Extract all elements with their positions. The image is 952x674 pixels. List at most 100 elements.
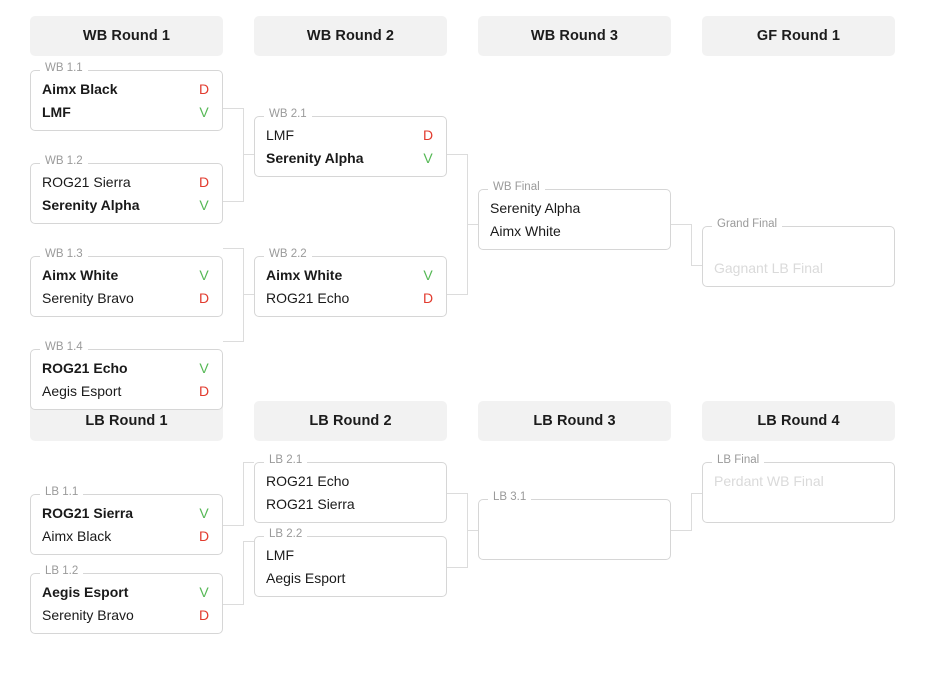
match-slot[interactable]: Serenity Alpha V bbox=[42, 193, 211, 216]
team-name: Aimx Black bbox=[42, 527, 112, 544]
team-name: LMF bbox=[42, 103, 71, 120]
round-header-label: LB Round 1 bbox=[85, 413, 168, 429]
match-legend: WB 1.1 bbox=[40, 62, 88, 75]
connector-line bbox=[223, 604, 243, 605]
round-header-label: GF Round 1 bbox=[756, 28, 841, 44]
match-grand-final[interactable]: Grand Final Gagnant LB Final bbox=[702, 218, 895, 287]
result-mark: V bbox=[199, 196, 209, 213]
connector-line bbox=[243, 294, 254, 295]
match-slot[interactable]: ROG21 Echo V bbox=[42, 356, 211, 379]
match-slot[interactable] bbox=[490, 529, 659, 552]
match-legend: WB Final bbox=[488, 181, 545, 194]
match-slot[interactable]: LMF bbox=[266, 543, 435, 566]
result-mark: V bbox=[199, 266, 209, 283]
connector-line bbox=[447, 294, 467, 295]
match-lb-1-2[interactable]: LB 1.2 Aegis Esport V Serenity Bravo D bbox=[30, 565, 223, 634]
match-slot[interactable]: ROG21 Echo bbox=[266, 469, 435, 492]
connector-line bbox=[223, 108, 243, 109]
result-mark: D bbox=[198, 80, 210, 97]
match-wb-1-4[interactable]: WB 1.4 ROG21 Echo V Aegis Esport D bbox=[30, 341, 223, 410]
match-slot[interactable]: Aimx Black D bbox=[42, 524, 211, 547]
match-legend: WB 1.4 bbox=[40, 341, 88, 354]
result-mark: V bbox=[423, 149, 433, 166]
match-slot[interactable] bbox=[714, 233, 883, 256]
match-lb-final[interactable]: LB Final Perdant WB Final bbox=[702, 454, 895, 523]
team-name: ROG21 Echo bbox=[266, 289, 350, 306]
round-header-label: LB Round 4 bbox=[757, 413, 840, 429]
match-wb-2-1[interactable]: WB 2.1 LMF D Serenity Alpha V bbox=[254, 108, 447, 177]
connector-line bbox=[691, 493, 702, 494]
round-header-lb-round-3: LB Round 3 bbox=[478, 401, 671, 441]
match-slot[interactable] bbox=[490, 506, 659, 529]
match-legend: LB 2.1 bbox=[264, 454, 308, 467]
match-legend: WB 2.2 bbox=[264, 248, 312, 261]
match-legend: LB Final bbox=[712, 454, 765, 467]
match-slot[interactable]: Serenity Alpha V bbox=[266, 146, 435, 169]
match-legend: LB 1.2 bbox=[40, 565, 84, 578]
match-wb-2-2[interactable]: WB 2.2 Aimx White V ROG21 Echo D bbox=[254, 248, 447, 317]
connector-line bbox=[691, 265, 702, 266]
team-name: Aimx White bbox=[42, 266, 119, 283]
match-legend: WB 1.2 bbox=[40, 155, 88, 168]
team-name: Aimx White bbox=[266, 266, 343, 283]
match-slot[interactable] bbox=[714, 492, 883, 515]
round-header-wb-round-1: WB Round 1 bbox=[30, 16, 223, 56]
match-lb-2-1[interactable]: LB 2.1 ROG21 Echo ROG21 Sierra bbox=[254, 454, 447, 523]
match-lb-3-1[interactable]: LB 3.1 bbox=[478, 491, 671, 560]
connector-line bbox=[243, 541, 254, 542]
match-legend: LB 2.2 bbox=[264, 528, 308, 541]
match-slot[interactable]: Aimx White bbox=[490, 219, 659, 242]
team-name: Aegis Esport bbox=[266, 569, 346, 586]
team-name: Aimx Black bbox=[42, 80, 118, 97]
result-mark: V bbox=[199, 103, 209, 120]
connector-line bbox=[447, 154, 467, 155]
match-slot[interactable]: Perdant WB Final bbox=[714, 469, 883, 492]
match-lb-2-2[interactable]: LB 2.2 LMF Aegis Esport bbox=[254, 528, 447, 597]
round-header-wb-round-3: WB Round 3 bbox=[478, 16, 671, 56]
match-legend: Grand Final bbox=[712, 218, 783, 231]
match-slot[interactable]: Aegis Esport D bbox=[42, 379, 211, 402]
match-slot[interactable]: ROG21 Echo D bbox=[266, 286, 435, 309]
match-slot[interactable]: Aegis Esport V bbox=[42, 580, 211, 603]
round-header-gf-round-1: GF Round 1 bbox=[702, 16, 895, 56]
team-name: Serenity Bravo bbox=[42, 289, 134, 306]
connector-line bbox=[223, 201, 243, 202]
match-legend: LB 1.1 bbox=[40, 486, 84, 499]
match-slot[interactable]: Serenity Bravo D bbox=[42, 603, 211, 626]
connector-line bbox=[467, 530, 478, 531]
team-name: Gagnant LB Final bbox=[714, 259, 823, 276]
match-slot[interactable]: LMF D bbox=[266, 123, 435, 146]
connector-line bbox=[243, 248, 244, 342]
match-slot[interactable]: Aimx White V bbox=[42, 263, 211, 286]
team-name: Aimx White bbox=[490, 222, 561, 239]
team-name: ROG21 Sierra bbox=[42, 173, 131, 190]
result-mark: V bbox=[199, 504, 209, 521]
match-wb-final[interactable]: WB Final Serenity Alpha Aimx White bbox=[478, 181, 671, 250]
match-lb-1-1[interactable]: LB 1.1 ROG21 Sierra V Aimx Black D bbox=[30, 486, 223, 555]
connector-line bbox=[447, 493, 467, 494]
match-legend: WB 2.1 bbox=[264, 108, 312, 121]
match-slot[interactable]: ROG21 Sierra bbox=[266, 492, 435, 515]
match-wb-1-3[interactable]: WB 1.3 Aimx White V Serenity Bravo D bbox=[30, 248, 223, 317]
connector-line bbox=[447, 567, 467, 568]
round-header-label: WB Round 1 bbox=[82, 28, 171, 44]
match-slot[interactable]: Aegis Esport bbox=[266, 566, 435, 589]
match-slot[interactable]: Serenity Alpha bbox=[490, 196, 659, 219]
match-slot[interactable]: ROG21 Sierra D bbox=[42, 170, 211, 193]
round-header-label: WB Round 3 bbox=[530, 28, 619, 44]
connector-line bbox=[243, 462, 244, 526]
match-slot[interactable]: Aimx Black D bbox=[42, 77, 211, 100]
team-name: Serenity Alpha bbox=[266, 149, 364, 166]
team-name: Serenity Bravo bbox=[42, 606, 134, 623]
match-slot[interactable]: LMF V bbox=[42, 100, 211, 123]
team-name: ROG21 Echo bbox=[266, 472, 350, 489]
match-slot[interactable]: Serenity Bravo D bbox=[42, 286, 211, 309]
match-slot[interactable]: Aimx White V bbox=[266, 263, 435, 286]
connector-line bbox=[691, 493, 692, 531]
match-wb-1-2[interactable]: WB 1.2 ROG21 Sierra D Serenity Alpha V bbox=[30, 155, 223, 224]
match-slot[interactable]: Gagnant LB Final bbox=[714, 256, 883, 279]
match-slot[interactable]: ROG21 Sierra V bbox=[42, 501, 211, 524]
match-wb-1-1[interactable]: WB 1.1 Aimx Black D LMF V bbox=[30, 62, 223, 131]
connector-line bbox=[223, 248, 243, 249]
result-mark: D bbox=[198, 173, 210, 190]
